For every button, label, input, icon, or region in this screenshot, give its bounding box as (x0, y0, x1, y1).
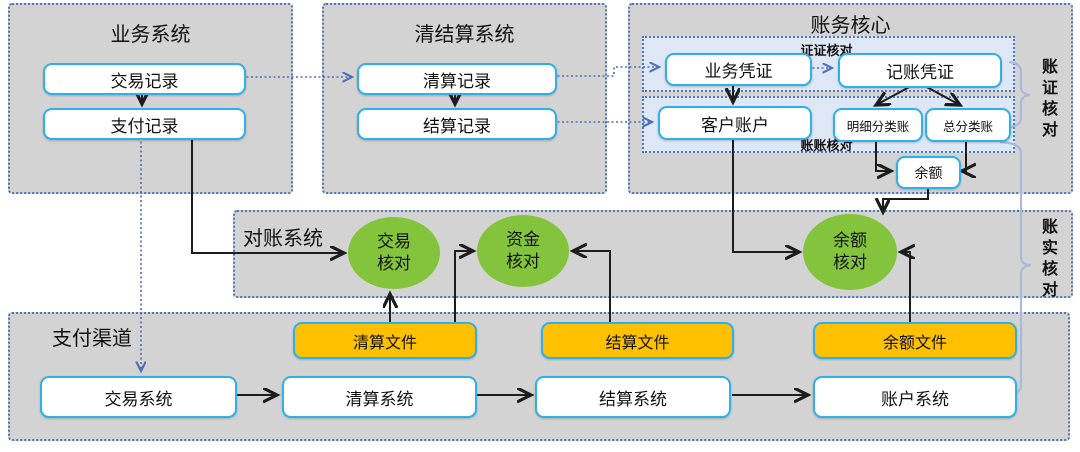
node-balance: 余额 (896, 156, 961, 189)
circle-funds-check: 资金核对 (477, 215, 569, 287)
node-account-system: 账户系统 (813, 376, 1017, 418)
node-payment-record: 支付记录 (43, 108, 246, 140)
node-settlement-file: 结算文件 (541, 322, 734, 359)
circle-balance-check: 余额核对 (803, 214, 897, 290)
node-transaction-record: 交易记录 (43, 63, 246, 95)
node-balance-file: 余额文件 (813, 322, 1017, 359)
node-settlement-record: 结算记录 (357, 108, 557, 140)
accounting-core-title: 账务核心 (810, 15, 891, 37)
node-clearing-file: 清算文件 (293, 322, 477, 359)
clearing-settlement-container (322, 3, 607, 194)
business-system-title: 业务系统 (110, 24, 191, 46)
voucher-voucher-check-label: 证证核对 (800, 43, 853, 58)
node-clearing-record: 清算记录 (357, 63, 557, 95)
node-detail-ledger: 明细分类账 (833, 108, 923, 142)
node-transaction-system: 交易系统 (40, 376, 237, 418)
payment-channel-title: 支付渠道 (52, 328, 132, 350)
transaction-check-label: 交易核对 (377, 231, 411, 273)
node-clearing-system: 清算系统 (282, 376, 477, 418)
ledger-voucher-check-label: 账证核对 (1039, 58, 1056, 142)
node-bookkeeping-voucher: 记账凭证 (838, 53, 1002, 88)
funds-check-label: 资金核对 (506, 229, 540, 271)
reconciliation-system-title: 对账系统 (243, 228, 323, 250)
balance-check-label: 余额核对 (833, 230, 867, 272)
node-business-voucher: 业务凭证 (665, 53, 812, 86)
clearing-settlement-title: 清结算系统 (414, 24, 515, 46)
node-settlement-system: 结算系统 (535, 376, 731, 418)
circle-transaction-check: 交易核对 (348, 217, 440, 289)
ledger-reality-check-label: 账实核对 (1039, 218, 1056, 302)
node-general-ledger: 总分类账 (925, 108, 1011, 142)
node-customer-account: 客户账户 (658, 106, 812, 140)
